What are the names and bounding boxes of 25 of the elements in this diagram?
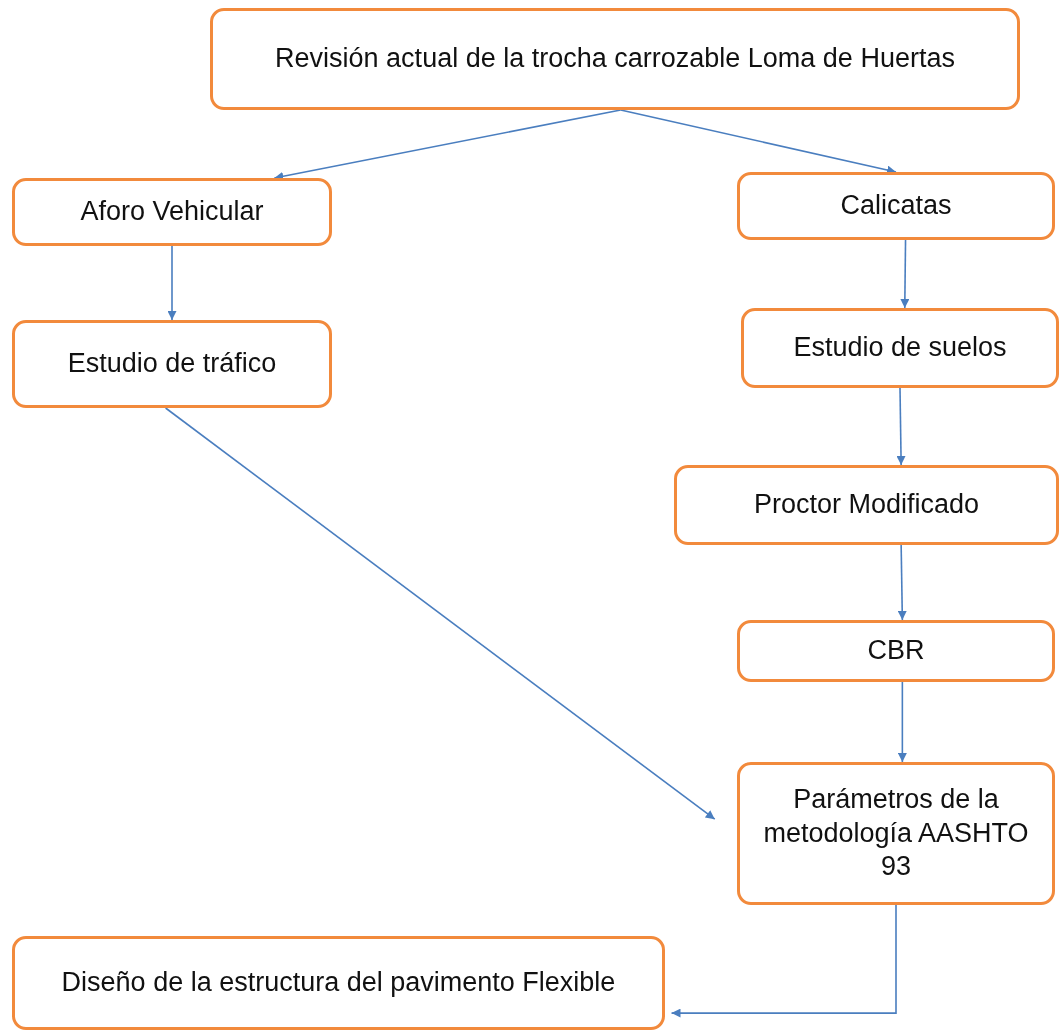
- process-box: [737, 762, 1055, 905]
- box-label: CBR: [867, 634, 925, 668]
- box-label: Aforo Vehicular: [80, 195, 264, 229]
- process-box: [210, 8, 1020, 110]
- process-box: [12, 320, 332, 408]
- process-box: [674, 465, 1059, 545]
- box-label: Estudio de suelos: [793, 331, 1007, 365]
- process-box: [741, 308, 1059, 388]
- arrow: [900, 239, 910, 309]
- arrow: [167, 245, 177, 321]
- box-label: Diseño de la estructura del pavimento Flexible: [61, 966, 616, 1000]
- arrow: [164, 407, 716, 820]
- arrow: [897, 681, 907, 763]
- box-label: Estudio de tráfico: [67, 347, 277, 381]
- process-box: [12, 936, 665, 1030]
- arrow: [897, 544, 907, 621]
- process-box: [12, 178, 332, 246]
- box-label: Proctor Modificado: [753, 488, 980, 522]
- box-label: Revisión actual de la trocha carrozable Loma de Huertas: [275, 42, 955, 76]
- process-box: [737, 172, 1055, 240]
- box-label: Calicatas: [840, 189, 952, 223]
- box-label: Parámetros de la metodología AASHTO 93: [762, 782, 1030, 884]
- process-box: [737, 620, 1055, 682]
- arrow: [670, 904, 897, 1018]
- arrow: [896, 387, 906, 466]
